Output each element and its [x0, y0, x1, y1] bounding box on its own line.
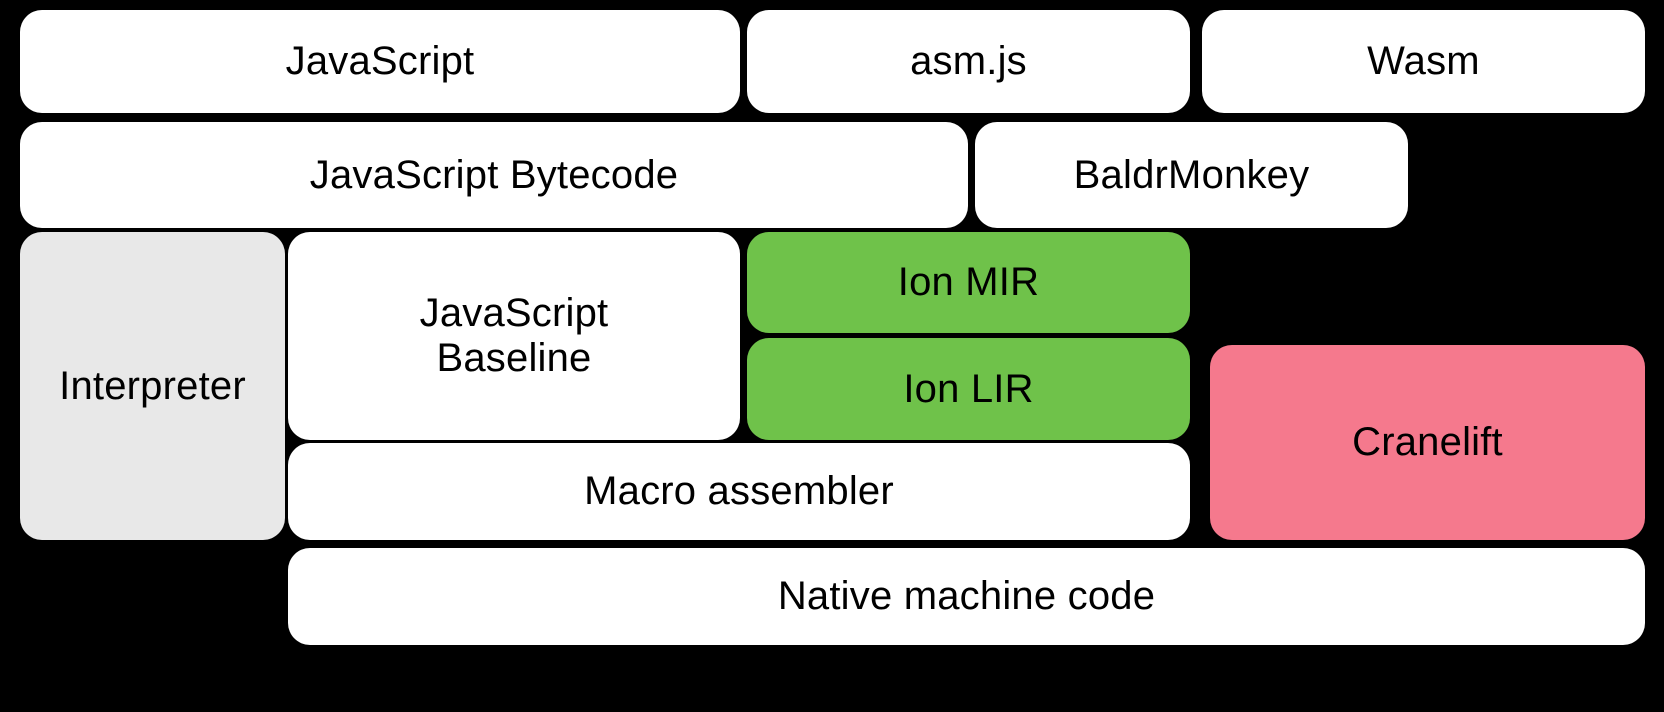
node-ion-mir[interactable]: Ion MIR — [747, 232, 1190, 333]
node-ion-lir[interactable]: Ion LIR — [747, 338, 1190, 440]
node-cranelift[interactable]: Cranelift — [1210, 345, 1645, 540]
node-macro-assembler[interactable]: Macro assembler — [288, 443, 1190, 540]
node-wasm[interactable]: Wasm — [1202, 10, 1645, 113]
node-native-machine-code[interactable]: Native machine code — [288, 548, 1645, 645]
node-javascript[interactable]: JavaScript — [20, 10, 740, 113]
node-interpreter[interactable]: Interpreter — [20, 232, 285, 540]
node-baldrmonkey[interactable]: BaldrMonkey — [975, 122, 1408, 228]
node-javascript-bytecode[interactable]: JavaScript Bytecode — [20, 122, 968, 228]
node-javascript-baseline[interactable]: JavaScript Baseline — [288, 232, 740, 440]
node-asm-js[interactable]: asm.js — [747, 10, 1190, 113]
